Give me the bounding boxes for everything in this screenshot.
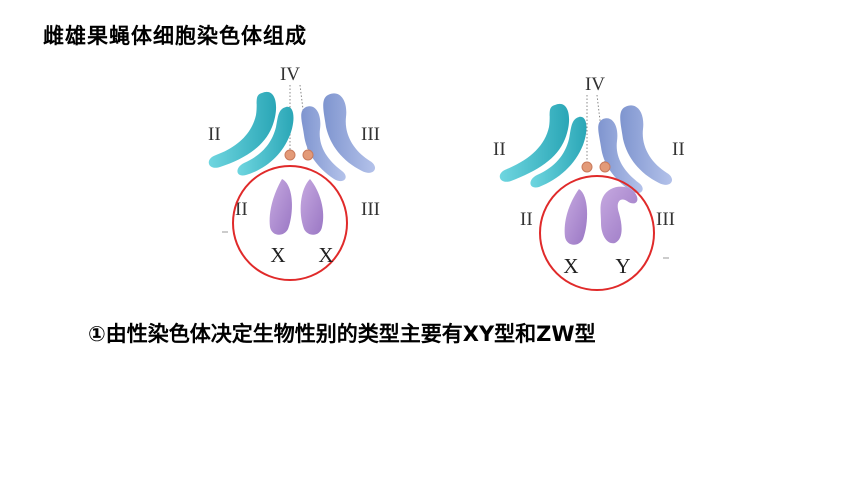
chromosome-iii-outer (323, 93, 376, 173)
chromosome-ii-outer (499, 103, 570, 182)
label-iii-lower: III (361, 199, 380, 220)
chromosome-iv-left (581, 161, 593, 173)
chromosome-iii-outer (620, 105, 673, 185)
label-ii-lower: II (235, 199, 248, 220)
label-iii-upper: III (361, 124, 380, 145)
chromosome-ii-outer (208, 91, 277, 168)
chromosome-iv-right (599, 161, 611, 173)
statement-text: ①由性染色体决定生物性别的类型主要有XY型和ZW型 (88, 322, 596, 346)
label-ii-upper: II (493, 139, 506, 160)
chromosome-ii-inner (530, 116, 587, 188)
sex-chromosome-circle (232, 165, 348, 281)
chromosome-x (564, 189, 588, 245)
sex-chromosome-circle (539, 175, 655, 291)
sex-label-x2: X (318, 243, 333, 267)
sex-label-x: X (563, 254, 578, 278)
label-ii-upper: II (208, 124, 221, 145)
chromosome-iii-inner (301, 106, 346, 182)
label-ii-lower: II (520, 209, 533, 230)
chromosome-y (600, 186, 638, 244)
sex-label-x1: X (270, 243, 285, 267)
female-chromosome-figure: IV II III II III X X (190, 55, 390, 285)
label-iii-upper: III (672, 139, 685, 160)
chromosome-iii-inner (598, 118, 643, 194)
chromosome-x-left (269, 179, 292, 235)
chromosome-x-right (300, 179, 324, 235)
label-iv: IV (280, 64, 300, 85)
chromosome-iv-left (284, 149, 296, 161)
chromosome-ii-inner (237, 106, 294, 176)
sex-label-y: Y (615, 254, 630, 278)
label-iii-lower: III (656, 209, 675, 230)
chromosome-iv-right (302, 149, 314, 161)
male-chromosome-figure: IV II III II III X Y (475, 55, 685, 295)
label-iv: IV (585, 74, 605, 95)
slide-title: 雌雄果蝇体细胞染色体组成 (43, 24, 307, 48)
